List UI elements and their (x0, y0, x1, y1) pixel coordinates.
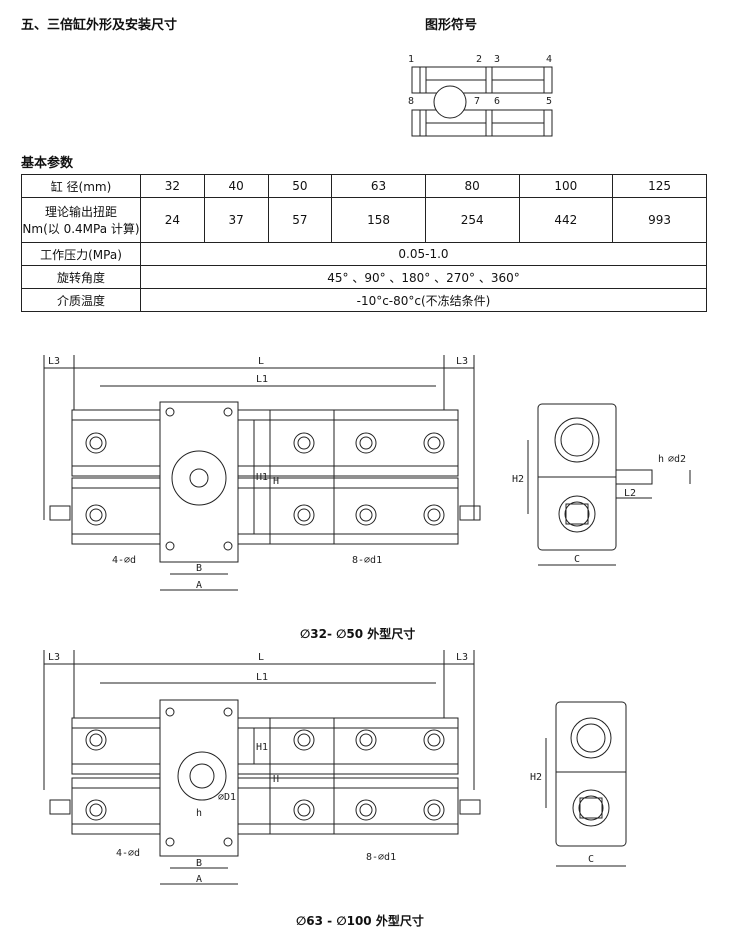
torque-cell: 993 (612, 197, 707, 243)
dim-H1: H1 (256, 472, 268, 483)
dim-D1: ∅D1 (218, 792, 236, 803)
torque-cell: 442 (518, 197, 614, 243)
dim-d: 4-∅d (116, 848, 140, 859)
dim-L1: L1 (256, 374, 268, 385)
port-2: 2 (476, 54, 482, 65)
torque-cell: 37 (203, 197, 269, 243)
dim-d1: 8-∅d1 (352, 555, 382, 566)
torque-cell: 158 (331, 197, 426, 243)
port-4: 4 (546, 54, 552, 65)
dim-h: h (658, 454, 664, 465)
dim-C: C (588, 854, 594, 865)
dim-B: B (196, 858, 202, 869)
caption-63-100: ∅63 - ∅100 外型尺寸 (296, 914, 424, 928)
port-5: 5 (546, 96, 552, 107)
torque-label-line2: Nm(以 0.4MPa 计算) (22, 222, 140, 236)
dim-L3: L3 (456, 356, 468, 367)
table-row: 缸 径(mm) 32 40 50 63 80 100 125 (21, 174, 707, 198)
dim-L1: L1 (256, 672, 268, 683)
dim-L3: L3 (456, 652, 468, 663)
dim-H2: H2 (530, 772, 542, 783)
params-table: 缸 径(mm) 32 40 50 63 80 100 125 理论输出扭距 Nm(… (21, 174, 707, 312)
dim-h: h (196, 808, 202, 819)
bore-cell: 50 (267, 174, 333, 198)
dim-L: L (258, 652, 264, 663)
dim-H: H (273, 476, 279, 487)
torque-cell: 254 (424, 197, 520, 243)
bore-cell: 32 (140, 174, 205, 198)
port-8: 8 (408, 96, 414, 107)
dim-d: 4-∅d (112, 555, 136, 566)
symbol-title: 图形符号 (425, 18, 478, 33)
dim-B: B (196, 563, 202, 574)
temp-value: -10°c-80°c(不冻结条件) (140, 288, 707, 312)
angle-value: 45° 、90° 、180° 、270° 、360° (140, 265, 707, 289)
torque-cell: 57 (267, 197, 333, 243)
dim-L3: L3 (48, 652, 60, 663)
dim-L: L (258, 356, 264, 367)
dim-d2: ∅d2 (668, 454, 686, 465)
dim-d1: 8-∅d1 (366, 852, 396, 863)
dim-H: H (273, 774, 279, 785)
dim-A: A (196, 580, 202, 591)
dim-L3: L3 (48, 356, 60, 367)
section-title: 五、三倍缸外形及安装尺寸 (21, 18, 178, 33)
torque-label: 理论输出扭距 Nm(以 0.4MPa 计算) (21, 197, 141, 243)
port-7: 7 (474, 96, 480, 107)
dim-A: A (196, 874, 202, 885)
caption-32-50: ∅32- ∅50 外型尺寸 (300, 627, 416, 641)
port-3: 3 (494, 54, 500, 65)
dim-H2: H2 (512, 474, 524, 485)
dim-C: C (574, 554, 580, 565)
table-row: 介质温度 -10°c-80°c(不冻结条件) (21, 288, 707, 312)
dim-H1: H1 (256, 742, 268, 753)
port-1: 1 (408, 54, 414, 65)
params-title: 基本参数 (21, 156, 74, 171)
bore-label: 缸 径(mm) (21, 174, 141, 198)
bore-cell: 40 (203, 174, 269, 198)
torque-label-line1: 理论输出扭距 (44, 205, 117, 219)
dim-L2: L2 (624, 488, 636, 499)
temp-label: 介质温度 (21, 288, 141, 312)
pressure-label: 工作压力(MPa) (21, 242, 141, 266)
port-6: 6 (494, 96, 500, 107)
